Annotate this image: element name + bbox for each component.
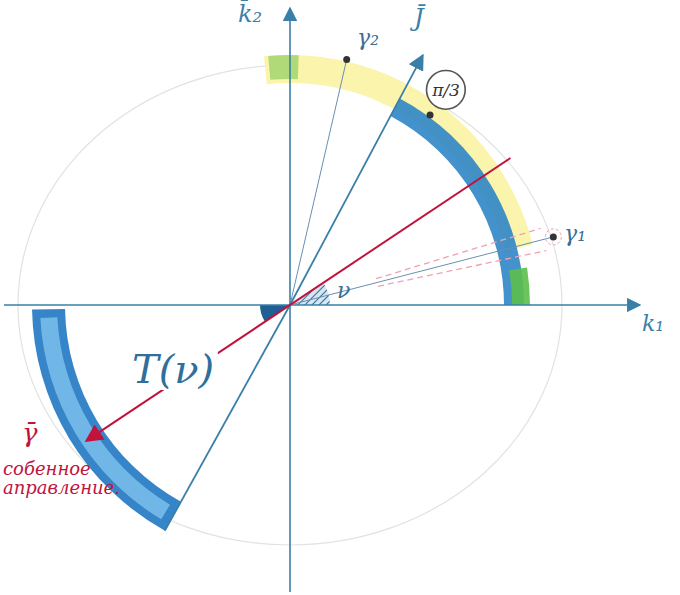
boundary-ray bbox=[165, 305, 290, 531]
axis-label: k̄₂ bbox=[238, 2, 262, 27]
angle-label: ν bbox=[337, 279, 350, 302]
point-label: γ₂ bbox=[357, 26, 379, 49]
green-patch bbox=[509, 267, 530, 305]
circled-value: π/3 bbox=[425, 69, 467, 111]
point-gamma1 bbox=[550, 233, 557, 240]
operator-label: T(ν) bbox=[128, 348, 218, 390]
point-label: γ₁ bbox=[564, 222, 586, 245]
point-halo bbox=[545, 229, 561, 245]
vector-label: J̄ bbox=[414, 6, 424, 31]
axis-label: k₁ bbox=[642, 312, 664, 335]
node-text: π/3 bbox=[432, 82, 460, 99]
dashed-ray bbox=[376, 228, 540, 278]
axis-k1 bbox=[4, 304, 640, 306]
special-direction bbox=[86, 158, 510, 441]
ray-gamma2 bbox=[290, 59, 347, 305]
ray-gamma1 bbox=[290, 237, 553, 305]
axis-k2 bbox=[289, 8, 291, 592]
direction-label: γ̄ bbox=[22, 420, 38, 447]
point-pi3 bbox=[427, 112, 434, 119]
vector-j bbox=[290, 55, 423, 305]
point-gamma2 bbox=[343, 56, 350, 63]
dashed-ray bbox=[378, 251, 546, 287]
direction-note: собенное аправление. bbox=[3, 460, 128, 498]
green-patch bbox=[268, 55, 299, 80]
